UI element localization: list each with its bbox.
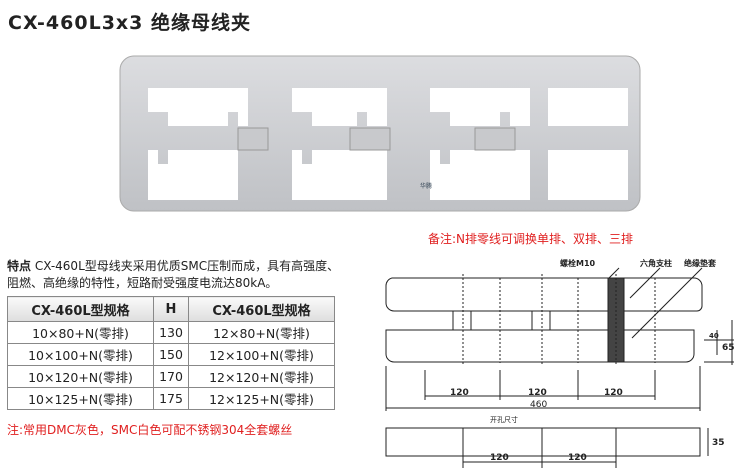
cell: 150	[153, 343, 189, 366]
hole-dim-p2: 120	[568, 453, 587, 463]
technical-drawing: 120 120 120 460 40 65 螺栓M10 六角支柱 绝缘垫套 开孔…	[385, 258, 735, 468]
label-insulating-pad: 绝缘垫套	[684, 258, 717, 268]
hole-dim-35: 35	[712, 438, 725, 448]
dim-pitch-3: 120	[604, 388, 623, 398]
hole-title: 开孔尺寸	[490, 415, 518, 424]
dim-total: 460	[530, 400, 547, 410]
cell: 12×80+N(零排)	[188, 321, 335, 344]
header-h: H	[153, 296, 189, 322]
note-neutral-bar: 备注:N排零线可调换单排、双排、三排	[428, 232, 634, 246]
cell: 12×100+N(零排)	[188, 343, 335, 366]
header-spec: CX-460L型规格	[7, 296, 154, 322]
hole-dim-p1: 120	[490, 453, 509, 463]
dim-pitch-2: 120	[528, 388, 547, 398]
table-header-row: CX-460L型规格 H CX-460L型规格	[7, 296, 335, 322]
cell: 10×80+N(零排)	[7, 321, 154, 344]
cell: 10×120+N(零排)	[7, 365, 154, 388]
label-hex-post: 六角支柱	[640, 258, 672, 268]
cell: 12×125+N(零排)	[188, 387, 335, 410]
photo-logo: 华腾	[420, 182, 432, 190]
cell: 130	[153, 321, 189, 344]
dim-40: 40	[709, 332, 719, 340]
features-label: 特点	[7, 259, 32, 273]
cell: 170	[153, 365, 189, 388]
features-text: 特点 CX-460L型母线夹采用优质SMC压制而成，具有高强度、阻燃、高绝缘的特…	[7, 258, 342, 292]
dim-65: 65	[722, 343, 735, 353]
cell: 12×120+N(零排)	[188, 365, 335, 388]
page-title: CX-460L3x3 绝缘母线夹	[8, 12, 252, 34]
cell: 175	[153, 387, 189, 410]
note-material: 注:常用DMC灰色，SMC白色可配不锈钢304全套螺丝	[7, 423, 293, 437]
cell: 10×100+N(零排)	[7, 343, 154, 366]
dim-pitch-1: 120	[450, 388, 469, 398]
features-body: CX-460L型母线夹采用优质SMC压制而成，具有高强度、阻燃、高绝缘的特性，短…	[7, 259, 340, 290]
product-photo: 华腾	[119, 55, 641, 212]
header-spec-2: CX-460L型规格	[188, 296, 335, 322]
cell: 10×125+N(零排)	[7, 387, 154, 410]
label-bolt: 螺栓M10	[560, 258, 596, 268]
